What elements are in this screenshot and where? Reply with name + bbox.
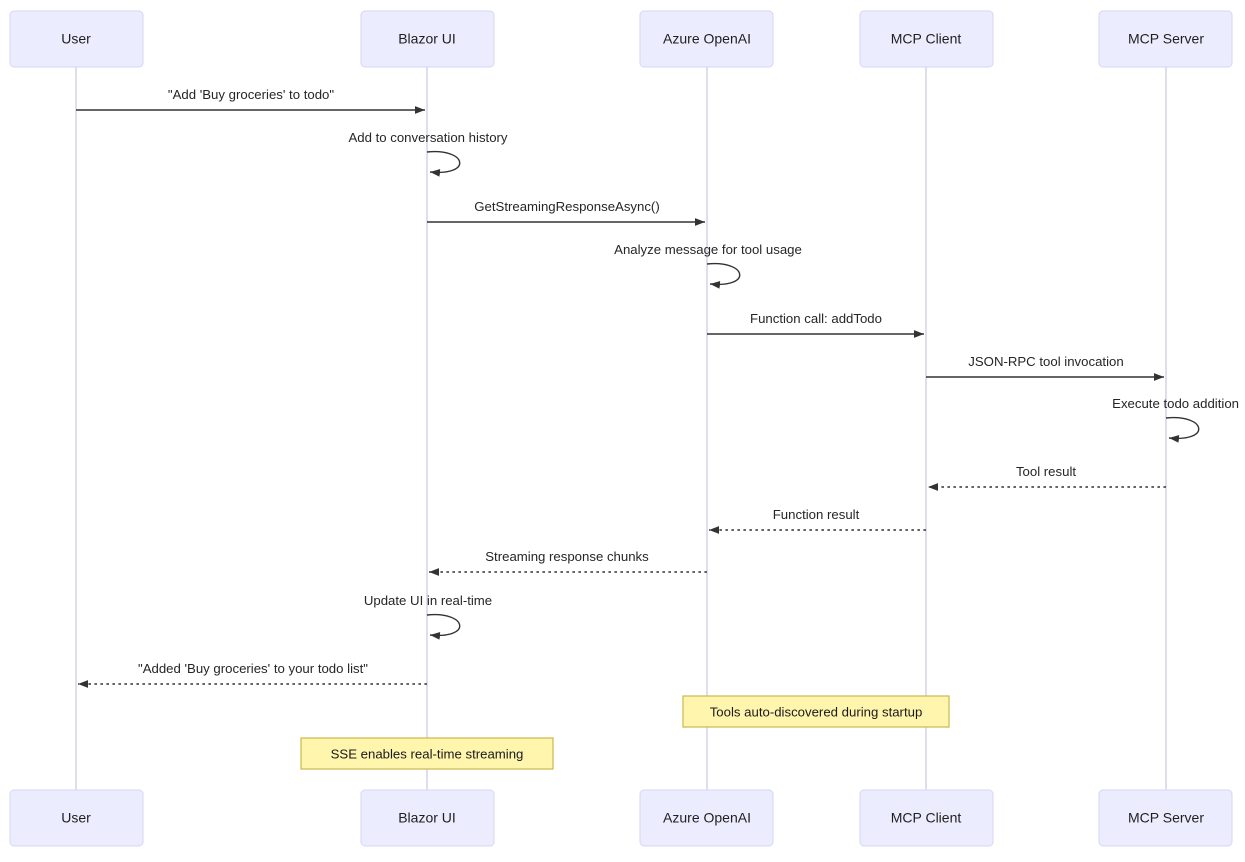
actor-bottom-mcp-server[interactable]: MCP Server (1098, 789, 1233, 847)
self-loop-arrow (426, 150, 461, 177)
actor-bottom-blazor-ui[interactable]: Blazor UI (360, 789, 495, 847)
actor-label-mcp-client: MCP Client (891, 31, 962, 47)
message-11-blazor-self: Update UI in real-time (364, 593, 492, 640)
actor-top-user[interactable]: User (9, 10, 144, 68)
message-1-user-to-blazor: "Add 'Buy groceries' to todo" (76, 87, 425, 114)
message-7-mcpserver-self: Execute todo addition (1112, 396, 1239, 443)
message-label: Execute todo addition (1112, 396, 1239, 411)
actor-label-user: User (61, 31, 91, 47)
message-label: Tool result (1016, 464, 1076, 479)
message-label: GetStreamingResponseAsync() (474, 199, 659, 214)
actor-label-user: User (61, 810, 91, 826)
actor-bottom-user[interactable]: User (9, 789, 144, 847)
message-label: "Added 'Buy groceries' to your todo list… (138, 661, 368, 676)
actor-box (1098, 789, 1233, 847)
actor-label-mcp-server: MCP Server (1128, 31, 1204, 47)
lifelines-group (75, 67, 1167, 790)
bottom-actors-group: User Blazor UI Azure OpenAI MCP Client M… (9, 789, 1233, 847)
actor-top-mcp-client[interactable]: MCP Client (859, 10, 994, 68)
actor-label-mcp-client: MCP Client (891, 810, 962, 826)
message-label: Streaming response chunks (485, 549, 649, 564)
actor-box (360, 10, 495, 68)
message-label: JSON-RPC tool invocation (968, 354, 1123, 369)
actor-top-blazor-ui[interactable]: Blazor UI (360, 10, 495, 68)
message-label: Function call: addTodo (750, 311, 882, 326)
actor-label-azure-openai: Azure OpenAI (663, 31, 751, 47)
note-box (300, 737, 554, 770)
message-label: "Add 'Buy groceries' to todo" (168, 87, 334, 102)
message-label: Update UI in real-time (364, 593, 492, 608)
actor-label-mcp-server: MCP Server (1128, 810, 1204, 826)
actor-label-blazor-ui: Blazor UI (398, 810, 456, 826)
message-3-blazor-to-openai: GetStreamingResponseAsync() (427, 199, 705, 226)
message-10-openai-to-blazor: Streaming response chunks (429, 549, 707, 576)
actor-box (360, 789, 495, 847)
note-sse-streaming: SSE enables real-time streaming (300, 737, 554, 770)
self-loop-arrow (426, 613, 461, 640)
actor-bottom-azure-openai[interactable]: Azure OpenAI (639, 789, 774, 847)
actor-label-azure-openai: Azure OpenAI (663, 810, 751, 826)
note-label: SSE enables real-time streaming (331, 746, 524, 761)
actor-top-mcp-server[interactable]: MCP Server (1098, 10, 1233, 68)
actor-top-azure-openai[interactable]: Azure OpenAI (639, 10, 774, 68)
actor-bottom-mcp-client[interactable]: MCP Client (859, 789, 994, 847)
actor-box (859, 789, 994, 847)
actor-box (639, 10, 774, 68)
self-loop-arrow (1165, 416, 1200, 443)
actor-box (9, 10, 144, 68)
message-8-mcpserver-to-mcpclient: Tool result (928, 464, 1166, 491)
message-label: Function result (773, 507, 860, 522)
note-box (682, 695, 950, 728)
message-4-openai-self: Analyze message for tool usage (614, 242, 802, 289)
message-5-openai-to-mcpclient: Function call: addTodo (707, 311, 924, 338)
message-label: Add to conversation history (348, 130, 507, 145)
note-tools-auto-discovered: Tools auto-discovered during startup (682, 695, 950, 728)
actor-box (859, 10, 994, 68)
message-label: Analyze message for tool usage (614, 242, 802, 257)
message-9-mcpclient-to-openai: Function result (709, 507, 926, 534)
actor-box (1098, 10, 1233, 68)
actor-label-blazor-ui: Blazor UI (398, 31, 456, 47)
message-2-blazor-self: Add to conversation history (348, 130, 508, 177)
message-6-mcpclient-to-mcpserver: JSON-RPC tool invocation (926, 354, 1164, 381)
note-label: Tools auto-discovered during startup (710, 704, 923, 719)
message-12-blazor-to-user: "Added 'Buy groceries' to your todo list… (78, 661, 427, 688)
actor-box (639, 789, 774, 847)
self-loop-arrow (706, 262, 741, 289)
top-actors-group: User Blazor UI Azure OpenAI MCP Client M… (9, 10, 1233, 68)
actor-box (9, 789, 144, 847)
